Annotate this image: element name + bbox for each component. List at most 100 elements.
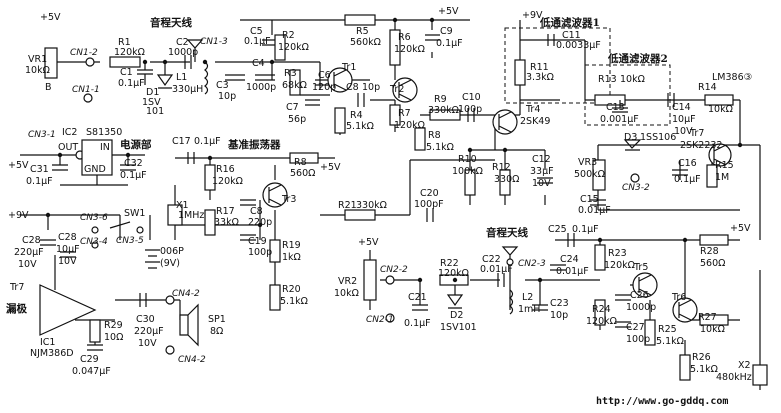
ic1-amplifier xyxy=(39,284,97,336)
c7-value: 56p xyxy=(288,114,306,125)
lpf2-box xyxy=(584,64,671,126)
ic2-regulator xyxy=(81,139,113,176)
r22-label: R22 xyxy=(440,258,459,269)
l1-value: 330μH xyxy=(172,84,203,95)
cn3-5-connector xyxy=(136,226,144,234)
c7-label: C7 xyxy=(286,102,299,113)
tr2-label: Tr2 xyxy=(389,84,404,95)
c6-value: 120p xyxy=(312,82,336,93)
c12-value-2: 10V xyxy=(532,178,551,189)
vr3-potentiometer xyxy=(592,159,606,191)
r16-value: 120kΩ xyxy=(212,176,243,187)
c31-capacitor xyxy=(52,164,68,171)
c30-label: C30 xyxy=(136,314,155,325)
c19-label: C19 xyxy=(248,236,267,247)
c14-value-2: 10V xyxy=(674,126,693,137)
cn4-2-label: CN4-2 xyxy=(172,289,200,299)
r29-label: R29 xyxy=(104,320,123,331)
r7-label: R7 xyxy=(398,108,411,119)
cn3-5-label: CN3-5 xyxy=(116,236,144,246)
drain-title: 漏极 xyxy=(6,302,27,315)
c2-capacitor xyxy=(184,55,192,69)
r13-resistor xyxy=(594,94,626,106)
r29-value: 10Ω xyxy=(104,332,123,343)
c30-value: 220μF xyxy=(134,326,164,337)
c21-capacitor xyxy=(412,304,428,311)
r23-resistor xyxy=(594,244,606,271)
ic1-value: NJM386D xyxy=(30,348,74,359)
c9-value: 0.1μF xyxy=(436,38,463,49)
x1-crystal xyxy=(167,204,183,226)
c10-value: 100p xyxy=(458,104,482,115)
c19-value: 100p xyxy=(248,247,272,258)
r2-value: 120kΩ xyxy=(278,42,309,53)
ic2-in: IN xyxy=(100,142,110,153)
c18-capacitor xyxy=(240,199,256,206)
sw1-label: SW1 xyxy=(124,208,145,219)
l2-label: L2 xyxy=(522,292,533,303)
r6-label: R6 xyxy=(398,32,411,43)
lpf2-title: 低通滤波器2 xyxy=(607,52,668,65)
battery-icon xyxy=(145,249,160,269)
r23-value: 120kΩ xyxy=(604,260,635,271)
c11-label: C11 xyxy=(562,30,581,41)
c1-capacitor xyxy=(137,62,153,85)
c22-capacitor xyxy=(497,273,505,287)
ic2-label: IC2 xyxy=(62,127,77,138)
p5-label-top-left: +5V xyxy=(40,12,61,23)
r25-resistor xyxy=(644,319,656,346)
c26-value: 1000p xyxy=(626,302,656,313)
sw1-switch[interactable] xyxy=(109,221,131,229)
c15-value: 0.01μF xyxy=(578,205,611,216)
r27-label: R27 xyxy=(698,312,717,323)
c26-label: C26 xyxy=(630,290,649,301)
r4-resistor xyxy=(334,107,346,134)
c30-value-2: 10V xyxy=(138,338,157,349)
c20-label: C20 xyxy=(420,188,439,199)
l2-value: 1mH xyxy=(518,304,540,315)
cn2-2-label: CN2-2 xyxy=(380,265,408,275)
c11-capacitor xyxy=(547,34,555,46)
cn4-2b-connector xyxy=(165,345,175,355)
c9-label: C9 xyxy=(440,26,453,37)
p5-label-vr2: +5V xyxy=(358,237,379,248)
r3-resistor xyxy=(289,69,301,96)
ic2-value: S81350 xyxy=(86,127,122,138)
c2-label: C2 xyxy=(176,37,189,48)
c27-value: 100p xyxy=(626,334,650,345)
r23-label: R23 xyxy=(608,248,627,259)
r20-value: 5.1kΩ xyxy=(280,296,308,307)
r26-label: R26 xyxy=(692,352,711,363)
c14-value: 10μF xyxy=(672,114,696,125)
vr2-value: 10kΩ xyxy=(334,288,359,299)
c26-capacitor xyxy=(615,294,631,301)
r12-label: R12 xyxy=(492,162,511,173)
ref-osc-title: 基准振荡器 xyxy=(227,138,281,151)
c3-value: 10p xyxy=(218,91,236,102)
cn1-3-label: CN1-3 xyxy=(200,37,228,47)
d3-label: D3 xyxy=(624,132,637,143)
psu-title: 电源部 xyxy=(120,138,152,151)
c28b-capacitor xyxy=(60,251,76,258)
c15-capacitor xyxy=(590,199,606,206)
r1-resistor xyxy=(109,56,141,68)
r24-resistor xyxy=(594,299,606,326)
r10-value: 100kΩ xyxy=(452,166,483,177)
tr6-label: Tr6 xyxy=(671,292,686,303)
p5-label-ref: +5V xyxy=(320,162,341,173)
vr1-value: 10kΩ xyxy=(25,65,50,76)
c32-capacitor xyxy=(120,164,136,171)
c5-label: C5 xyxy=(250,26,263,37)
tr5-label: Tr5 xyxy=(633,262,648,273)
d2-label: D2 xyxy=(450,310,463,321)
c19-capacitor xyxy=(240,234,256,241)
c24-capacitor xyxy=(550,264,566,271)
c10-capacitor xyxy=(467,108,475,122)
cn3-4-connector xyxy=(91,241,99,249)
c8-value: 10p xyxy=(362,82,380,93)
x1-label: X1 xyxy=(176,200,189,211)
cn4-2-connector xyxy=(165,295,175,305)
tr4-fet xyxy=(492,109,518,135)
footer-url: http://www.go-gddq.com xyxy=(596,396,728,407)
c25-label: C25 xyxy=(548,224,567,235)
